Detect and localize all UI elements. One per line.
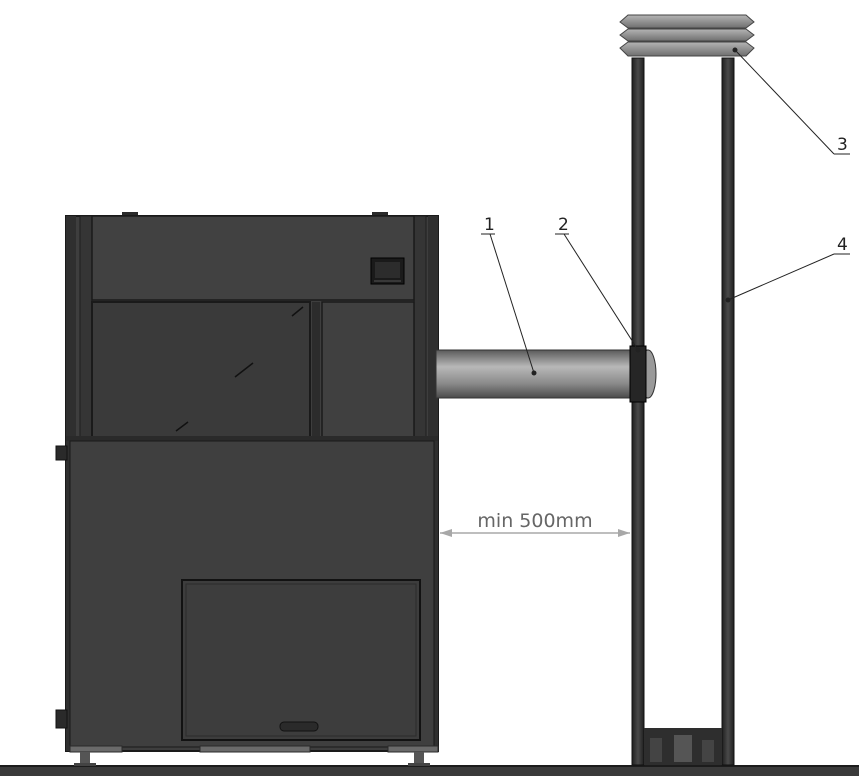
callout-3: 3	[732, 47, 850, 155]
callout-4: 4	[725, 235, 850, 303]
stove	[55, 212, 439, 766]
callout-number-4: 4	[837, 235, 848, 255]
callout-number-3: 3	[837, 135, 848, 155]
ground	[0, 765, 859, 776]
flue-pipe	[435, 349, 657, 399]
chimney	[631, 57, 735, 766]
callout-number-2: 2	[558, 215, 569, 235]
control-panel-display	[370, 257, 405, 285]
glass-door	[91, 301, 311, 439]
callout-2: 2	[555, 215, 641, 353]
lower-door	[181, 579, 421, 741]
callout-1: 1	[481, 215, 537, 376]
wall-sleeve	[629, 345, 647, 403]
stove-feet	[69, 745, 439, 766]
chimney-cap	[619, 14, 755, 57]
callout-number-1: 1	[484, 215, 495, 235]
clearance-label: min 500mm	[477, 510, 592, 532]
clearance-dimension: min 500mm	[440, 510, 630, 537]
